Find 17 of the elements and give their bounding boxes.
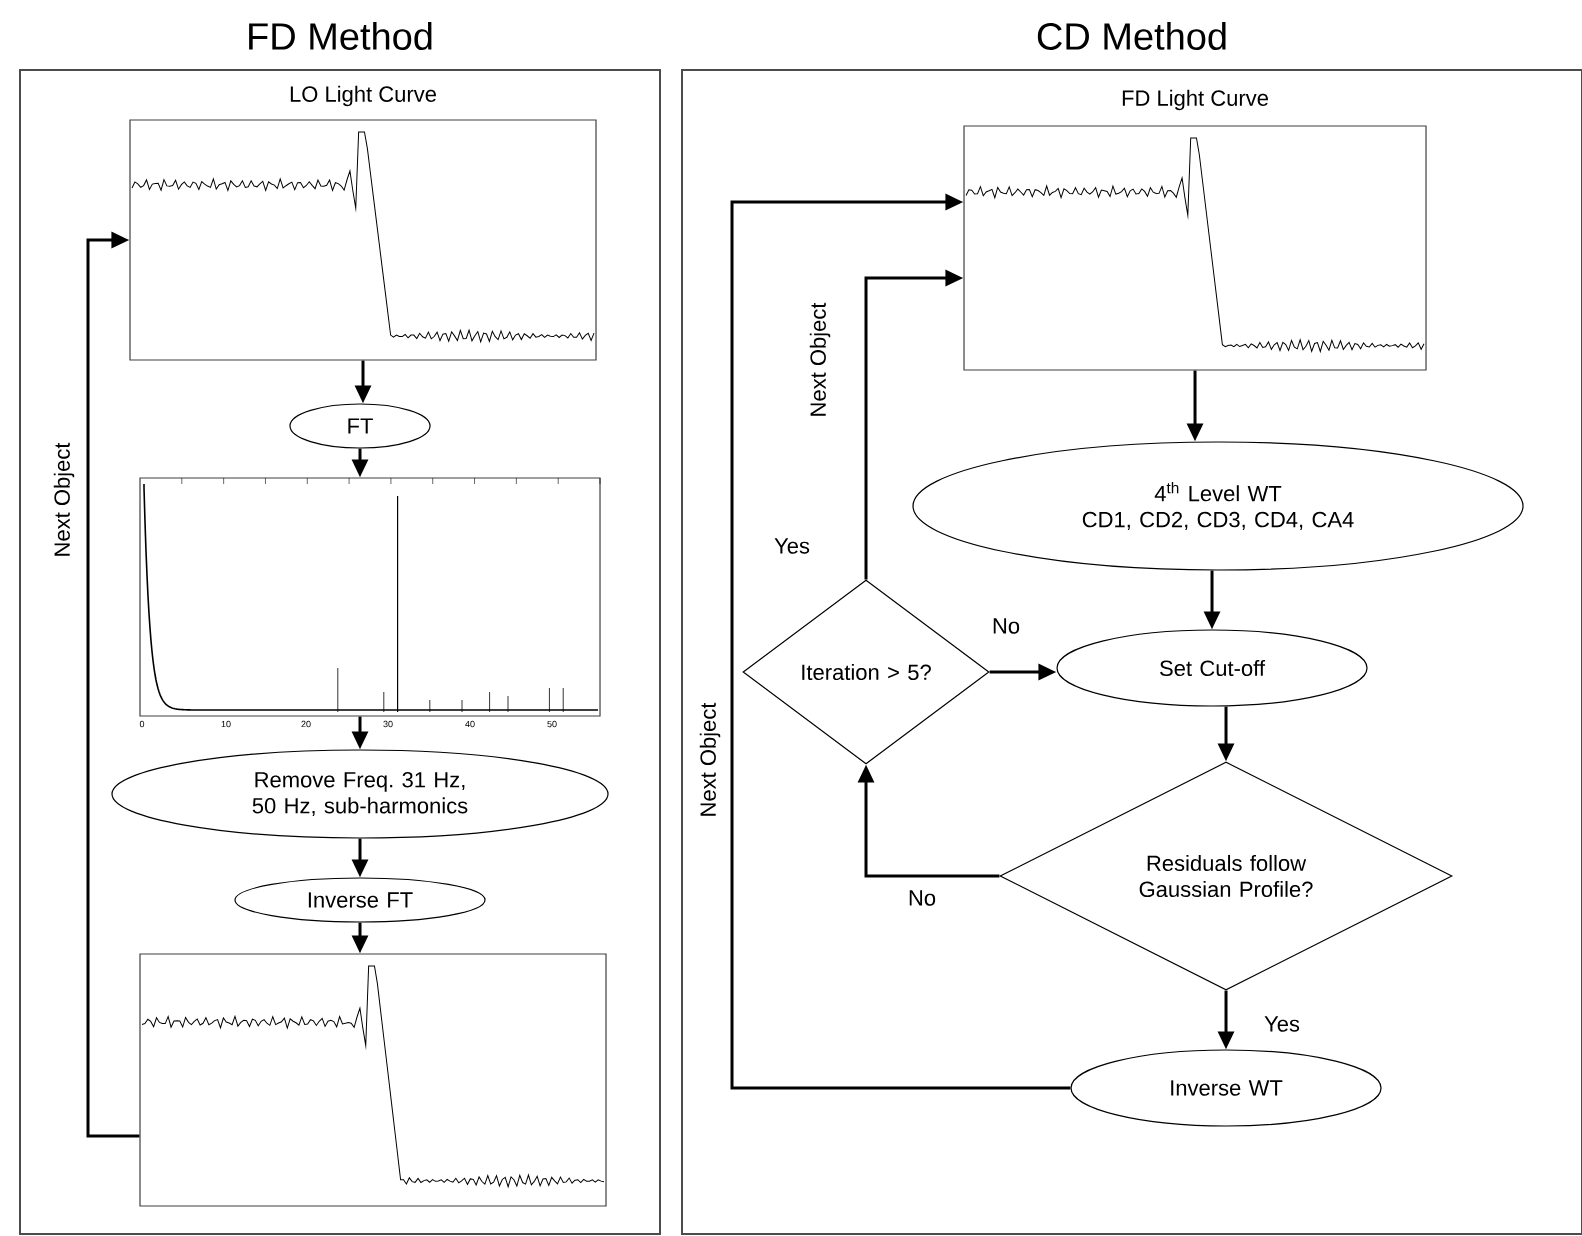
edge-label: Yes — [772, 536, 812, 556]
arrow — [86, 231, 140, 1138]
edge-label: No — [989, 616, 1023, 636]
edge-label: Yes — [1262, 1014, 1302, 1034]
spectrum-plot — [139, 477, 601, 717]
rotated-label: Next Object — [809, 302, 831, 416]
node-label: FD Light Curve — [1122, 89, 1268, 111]
light-curve-plot: FD Light Curve — [963, 89, 1427, 371]
node-label: CD Method — [1037, 22, 1226, 50]
edge-label: No — [905, 888, 939, 908]
light-curve-plot: LO Light Curve — [129, 85, 597, 361]
edge-label: Next Object — [51, 440, 77, 560]
arrow — [730, 193, 1071, 1090]
node-label: LO Light Curve — [290, 85, 436, 107]
light-curve-plot — [139, 953, 607, 1207]
edge-label: Next Object — [697, 700, 723, 820]
node-label: FD Method — [249, 22, 432, 50]
